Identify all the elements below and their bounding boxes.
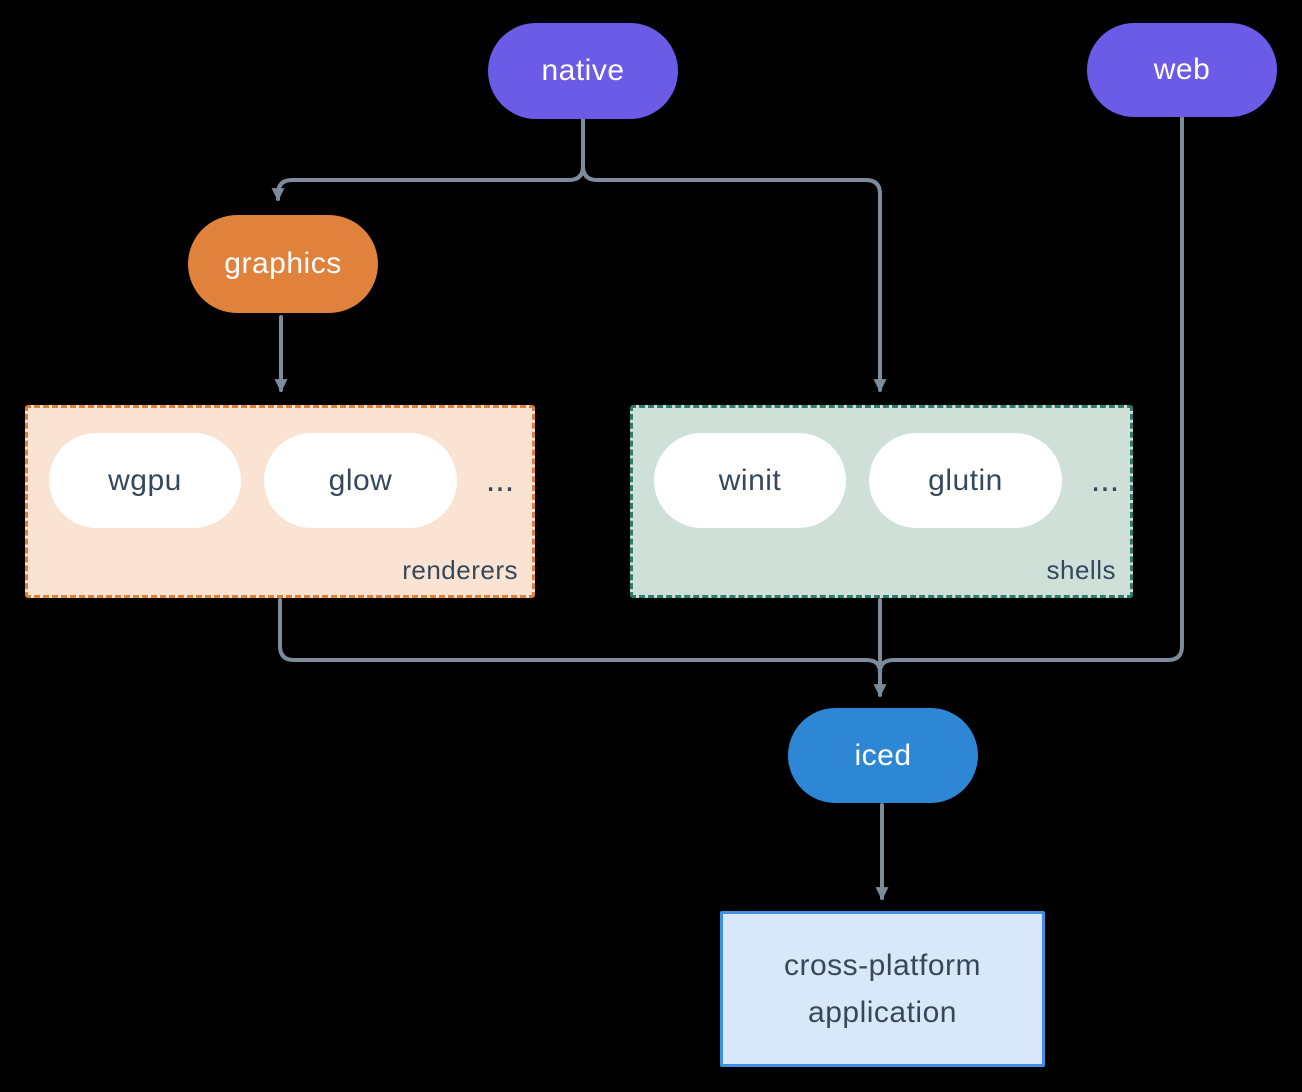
node-wgpu: wgpu [49,433,241,528]
node-graphics-label: graphics [224,247,342,280]
shells-group-label: shells [1046,555,1116,585]
edge-native-to-shells [581,117,887,393]
node-graphics: graphics [188,215,378,313]
node-winit-label: winit [718,463,782,497]
node-iced-label: iced [854,738,912,772]
node-iced: iced [788,708,978,803]
renderers-group-label: renderers [402,555,518,585]
node-glutin-label: glutin [928,463,1003,497]
node-web: web [1087,23,1277,117]
edge-renderers-to-junction [278,598,882,674]
node-glow: glow [264,433,457,528]
node-cross-platform-application: cross-platform application [720,911,1045,1067]
node-native-label: native [541,54,625,87]
node-glow-label: glow [328,463,393,497]
node-web-label: web [1153,53,1211,86]
group-renderers: wgpu glow ... renderers [25,405,535,598]
shells-ellipsis: ... [1090,461,1120,499]
edge-native-to-graphics [271,117,585,202]
renderers-ellipsis: ... [485,461,515,499]
group-shells: winit glutin ... shells [630,405,1133,598]
node-native: native [488,23,678,119]
node-winit: winit [654,433,846,528]
node-glutin: glutin [869,433,1062,528]
node-application-label: cross-platform application [783,949,982,1029]
node-wgpu-label: wgpu [108,463,182,497]
